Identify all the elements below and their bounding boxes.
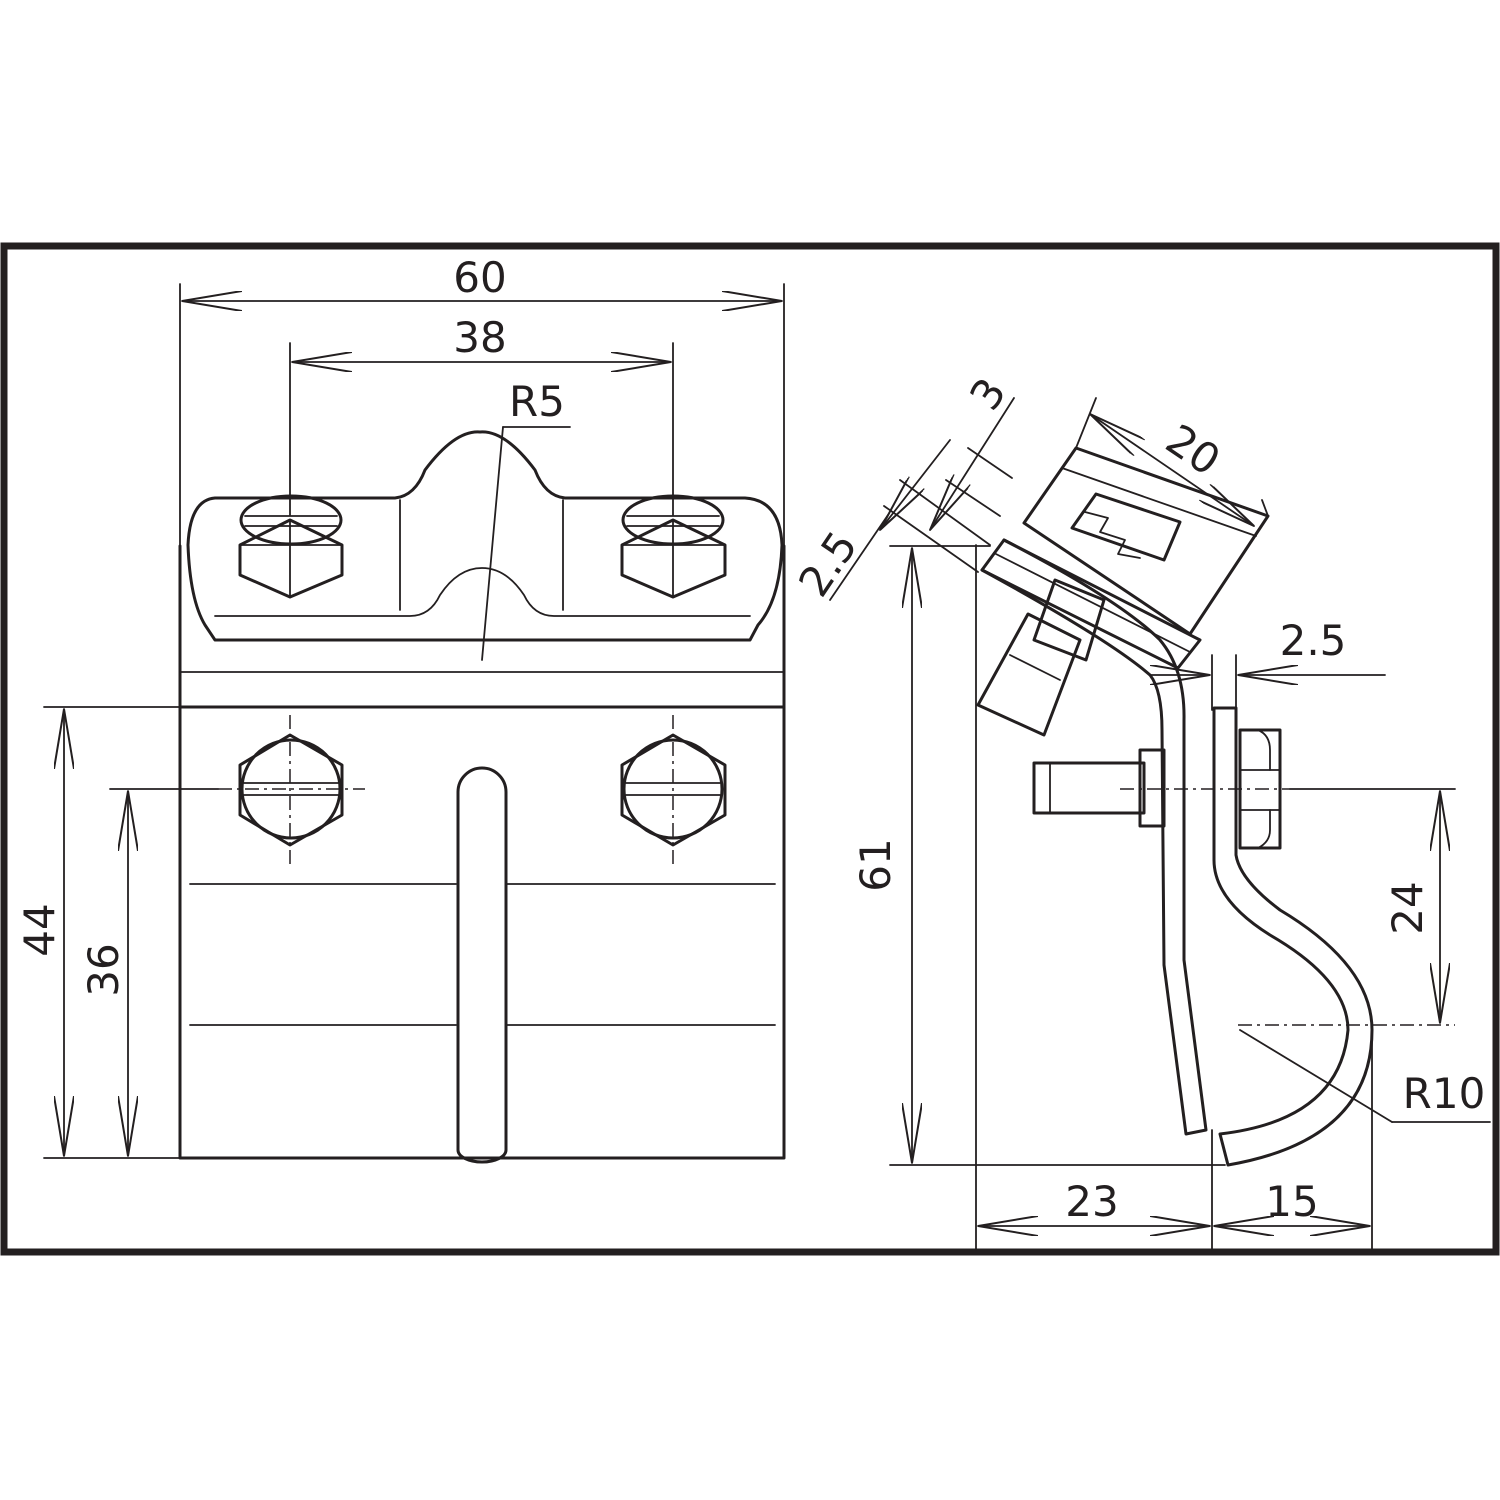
dimension-61: 61 bbox=[851, 545, 1226, 1166]
dimension-r5: R5 bbox=[481, 377, 571, 661]
dim-36-label: 36 bbox=[79, 943, 128, 996]
dim-r10-label: R10 bbox=[1403, 1069, 1486, 1118]
dim-38-label: 38 bbox=[453, 313, 506, 362]
dimension-2-5-right: 2.5 bbox=[1149, 616, 1386, 711]
dimension-36: 36 bbox=[79, 788, 219, 1157]
dim-24-label: 24 bbox=[1383, 881, 1432, 934]
lower-right-bolt bbox=[620, 715, 727, 868]
top-plate bbox=[186, 430, 784, 642]
side-hook bbox=[1212, 706, 1374, 1167]
side-view: 61 23 15 24 R10 bbox=[789, 369, 1491, 1251]
side-strap-left bbox=[980, 538, 1208, 1136]
dim-23-label: 23 bbox=[1065, 1177, 1118, 1226]
lower-left-bolt bbox=[218, 715, 365, 868]
dim-44-label: 44 bbox=[15, 903, 64, 956]
side-bolt bbox=[1032, 728, 1290, 850]
slot bbox=[456, 766, 508, 1164]
dimension-60: 60 bbox=[179, 253, 785, 547]
dimension-24: 24 bbox=[1238, 788, 1456, 1026]
dim-61-label: 61 bbox=[851, 838, 900, 891]
dim-r5-label: R5 bbox=[509, 377, 565, 426]
dim-15-label: 15 bbox=[1265, 1177, 1318, 1226]
dim-2-5-left-label: 2.5 bbox=[789, 523, 867, 606]
dimension-23-15: 23 15 bbox=[975, 544, 1373, 1251]
top-left-bolt bbox=[238, 494, 344, 599]
dimension-r10: R10 bbox=[1239, 1029, 1491, 1123]
dimension-2-5-left: 2.5 bbox=[789, 439, 991, 606]
dim-60-label: 60 bbox=[453, 253, 506, 302]
clamp-body bbox=[178, 705, 786, 1160]
drawing-frame bbox=[0, 242, 1500, 1256]
dimension-38: 38 bbox=[289, 313, 674, 516]
front-view: 60 38 R5 44 36 bbox=[15, 253, 786, 1164]
dim-2-5-right-label: 2.5 bbox=[1280, 616, 1347, 665]
dimension-44: 44 bbox=[15, 706, 181, 1159]
dim-3-label: 3 bbox=[960, 369, 1016, 419]
dim-20-label: 20 bbox=[1157, 415, 1229, 486]
